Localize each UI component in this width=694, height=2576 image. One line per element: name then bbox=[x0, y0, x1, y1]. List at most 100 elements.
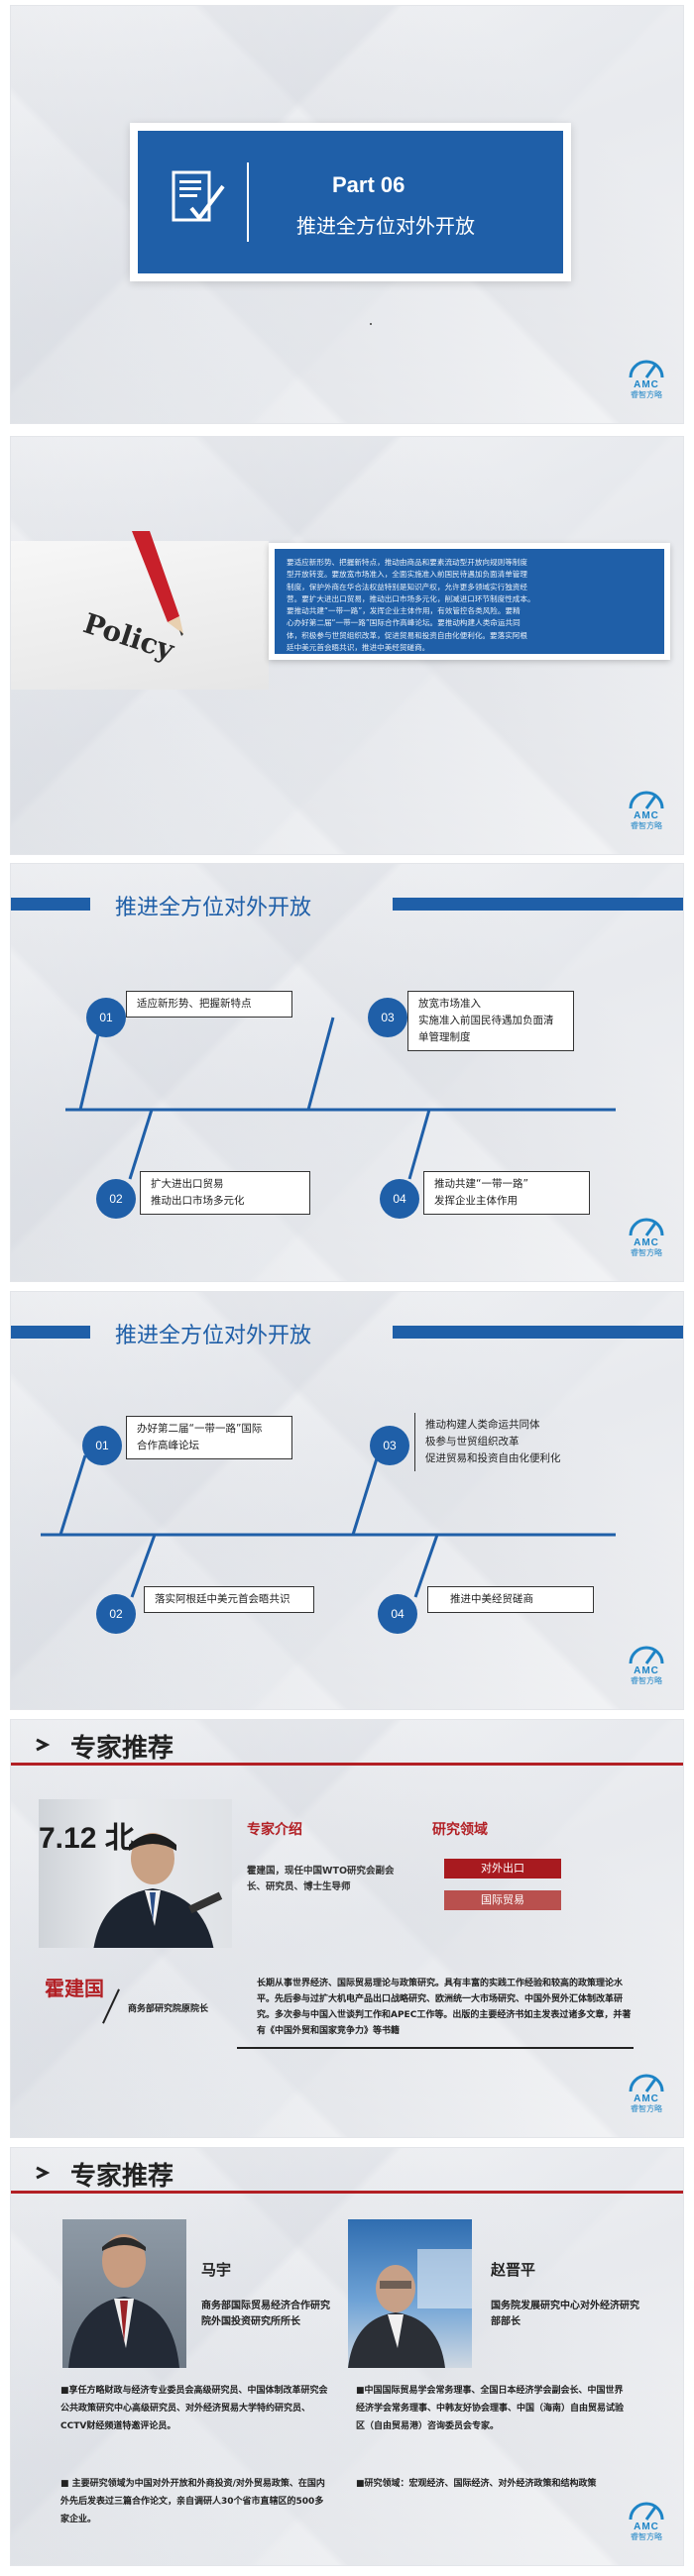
expert-bullet: ■享任方略财政与经济专业委员会高级研究员、中国体制改革研究会公共政策研究中心高级… bbox=[60, 2386, 328, 2431]
expert-description: 长期从事世界经济、国际贸易理论与政策研究。具有丰富的实践工作经验和较高的政策理论… bbox=[257, 1979, 632, 2036]
expert-name: 赵晋平 bbox=[491, 2261, 536, 2279]
dot bbox=[370, 323, 372, 325]
divider bbox=[247, 162, 249, 242]
step-04-text: 发挥企业主体作用 bbox=[434, 1195, 518, 1207]
field-tag: 对外出口 bbox=[444, 1859, 561, 1878]
step-01-text: 适应新形势、把握新特点 bbox=[137, 998, 252, 1010]
expert-photo bbox=[348, 2219, 472, 2368]
step-01-text: 合作高峰论坛 bbox=[137, 1440, 199, 1451]
logo-text: AMC bbox=[634, 2522, 659, 2532]
step-02-text: 扩大进出口贸易 bbox=[151, 1178, 224, 1190]
expert-title: 商务部研究院原院长 bbox=[128, 2004, 209, 2014]
amc-logo-icon bbox=[629, 2074, 664, 2093]
amc-logo: AMC 睿智方略 bbox=[624, 358, 669, 409]
expert-name: 霍建国 bbox=[45, 1977, 104, 2000]
logo-subtext: 睿智方略 bbox=[631, 821, 662, 830]
timeline-lines bbox=[65, 1017, 616, 1180]
step-04-text: 推进中美经贸磋商 bbox=[450, 1593, 533, 1605]
slide-title: 推进全方位对外开放 bbox=[115, 1324, 312, 1348]
part-number: Part 06 bbox=[332, 172, 405, 197]
amc-logo: AMC 睿智方略 bbox=[624, 2072, 669, 2123]
expert-bullet: ■中国国际贸易学会常务理事、全国日本经济学会副会长、中国世界经济学会常务理事、中… bbox=[356, 2386, 625, 2431]
policy-line: 廷中美元首会晤共识，推进中美经贸磋商。 bbox=[287, 643, 430, 653]
amc-logo: AMC 睿智方略 bbox=[624, 789, 669, 840]
step-02-text: 推动出口市场多元化 bbox=[151, 1195, 245, 1207]
logo-subtext: 睿智方略 bbox=[631, 390, 662, 399]
step-03-text: 极参与世贸组织改革 bbox=[425, 1436, 520, 1448]
intro-text: 霍建国，现任中国WTO研究会副会长、研究员、博士生导师 bbox=[247, 1866, 395, 1892]
person-figure bbox=[68, 2234, 179, 2368]
slide-timeline-2: 推进全方位对外开放 01 办好第二届“一带一路”国际 合作高峰论坛 03 推动构… bbox=[10, 1291, 684, 1710]
step-03-text: 实施准入前国民待遇加负面清 bbox=[418, 1015, 554, 1026]
expert-bullet: ■研究领域：宏观经济、国际经济、对外经济政策和结构政策 bbox=[356, 2479, 597, 2489]
logo-text: AMC bbox=[634, 2093, 659, 2104]
logo-subtext: 睿智方略 bbox=[631, 2532, 662, 2541]
slide-expert-2: 专家推荐 马宇 商务部国际贸易经济合作研究院外国投资研究所所长 赵晋平 国务院发… bbox=[10, 2147, 684, 2566]
amc-logo-icon bbox=[629, 1646, 664, 1664]
amc-logo-icon bbox=[629, 2502, 664, 2521]
field-heading: 研究领域 bbox=[432, 1822, 488, 1838]
person-figure bbox=[93, 1833, 223, 1948]
arrow-right-icon bbox=[36, 2166, 51, 2180]
expert-photo bbox=[62, 2219, 186, 2368]
step-01-text: 办好第二届“一带一路”国际 bbox=[137, 1423, 263, 1435]
logo-text: AMC bbox=[634, 1237, 659, 1248]
header-bar-right bbox=[393, 898, 683, 911]
step-02-text: 落实阿根廷中美元首会晤共识 bbox=[155, 1593, 290, 1605]
logo-text: AMC bbox=[634, 810, 659, 821]
logo-text: AMC bbox=[634, 379, 659, 390]
step-03-text: 促进贸易和投资自由化便利化 bbox=[425, 1452, 561, 1464]
policy-line: 型开放转变。要放宽市场准入，全面实施准入前国民待遇加负面清单管理 bbox=[287, 570, 527, 580]
policy-line: 要适应新形势、把握新特点，推动由商品和要素流动型开放向规则等制度 bbox=[287, 558, 527, 567]
policy-image: Policy bbox=[11, 531, 269, 690]
slide-title: 专家推荐 bbox=[70, 1734, 174, 1764]
policy-line: 制度，保护外商在华合法权益特别是知识产权，允许更多领域实行独资经 bbox=[287, 582, 527, 591]
expert-title: 商务部国际贸易经济合作研究院外国投资研究所所长 bbox=[201, 2301, 330, 2327]
step-02-circle: 02 bbox=[96, 1179, 136, 1219]
document-check-icon bbox=[172, 170, 225, 222]
header-bar-left bbox=[11, 1326, 90, 1339]
policy-line: 体，积极参与世贸组织改革，促进贸易和投资自由化便利化。要落实阿根 bbox=[287, 630, 527, 640]
slide-policy-summary: Policy 要适应新形势、把握新特点，推动由商品和要素流动型开放向规则等制度 … bbox=[10, 436, 684, 855]
logo-subtext: 睿智方略 bbox=[631, 2104, 662, 2113]
policy-line: 要推动共建“一带一路”，发挥企业主体作用，有效管控各类风险。要精 bbox=[287, 606, 520, 616]
step-03-circle: 03 bbox=[370, 1426, 409, 1465]
title-underline bbox=[11, 2191, 683, 2194]
step-01-circle: 01 bbox=[82, 1426, 122, 1465]
description-underline bbox=[237, 2047, 634, 2049]
logo-subtext: 睿智方略 bbox=[631, 1676, 662, 1685]
photo-backdrop-text: 7.12 北 bbox=[39, 1822, 135, 1855]
step-02-circle: 02 bbox=[96, 1594, 136, 1634]
policy-text-card: 要适应新形势、把握新特点，推动由商品和要素流动型开放向规则等制度 型开放转变。要… bbox=[269, 543, 670, 660]
amc-logo-icon bbox=[629, 360, 664, 378]
intro-heading: 专家介绍 bbox=[247, 1822, 302, 1838]
policy-line: 营。要扩大进出口贸易，推动出口市场多元化，削减进口环节制度性成本。 bbox=[287, 593, 535, 603]
step-04-box: 推进中美经贸磋商 bbox=[427, 1586, 594, 1613]
step-04-text: 推动共建“一带一路” bbox=[434, 1178, 528, 1190]
timeline-lines bbox=[41, 1454, 616, 1598]
step-04-circle: 04 bbox=[378, 1594, 417, 1634]
amc-logo: AMC 睿智方略 bbox=[624, 2500, 669, 2551]
amc-logo: AMC 睿智方略 bbox=[624, 1216, 669, 1267]
step-03-circle: 03 bbox=[368, 998, 407, 1037]
slide-timeline-1: 推进全方位对外开放 01 适应新形势、把握新特点 03 放宽市场准入 实施准入前… bbox=[10, 863, 684, 1282]
step-04-box: 推动共建“一带一路” 发挥企业主体作用 bbox=[423, 1171, 590, 1215]
expert-title: 国务院发展研究中心对外经济研究部部长 bbox=[491, 2301, 639, 2327]
step-03-box: 推动构建人类命运共同体 极参与世贸组织改革 促进贸易和投资自由化便利化 bbox=[414, 1413, 583, 1471]
slide-expert-1: 专家推荐 7.12 北 专家介绍 霍建国，现任中国WTO研究会副会长、研究员、博… bbox=[10, 1719, 684, 2138]
slide-title: 专家推荐 bbox=[70, 2162, 174, 2192]
step-03-box: 放宽市场准入 实施准入前国民待遇加负面清 单管理制度 bbox=[407, 991, 574, 1051]
step-04-circle: 04 bbox=[380, 1179, 419, 1219]
step-03-text: 推动构建人类命运共同体 bbox=[425, 1419, 540, 1431]
amc-logo: AMC 睿智方略 bbox=[624, 1644, 669, 1695]
red-pencil-icon bbox=[132, 531, 183, 636]
expert-photo: 7.12 北 bbox=[39, 1799, 232, 1948]
logo-text: AMC bbox=[634, 1665, 659, 1676]
policy-line: 心办好第二届“一带一路”国际合作高峰论坛。要推动构建人类命运共同 bbox=[287, 618, 520, 628]
slash-divider bbox=[102, 1988, 120, 2024]
logo-subtext: 睿智方略 bbox=[631, 1248, 662, 1257]
step-02-box: 扩大进出口贸易 推动出口市场多元化 bbox=[140, 1171, 310, 1215]
step-01-box: 适应新形势、把握新特点 bbox=[126, 991, 292, 1018]
title-underline bbox=[11, 1763, 683, 1766]
amc-logo-icon bbox=[629, 1218, 664, 1236]
